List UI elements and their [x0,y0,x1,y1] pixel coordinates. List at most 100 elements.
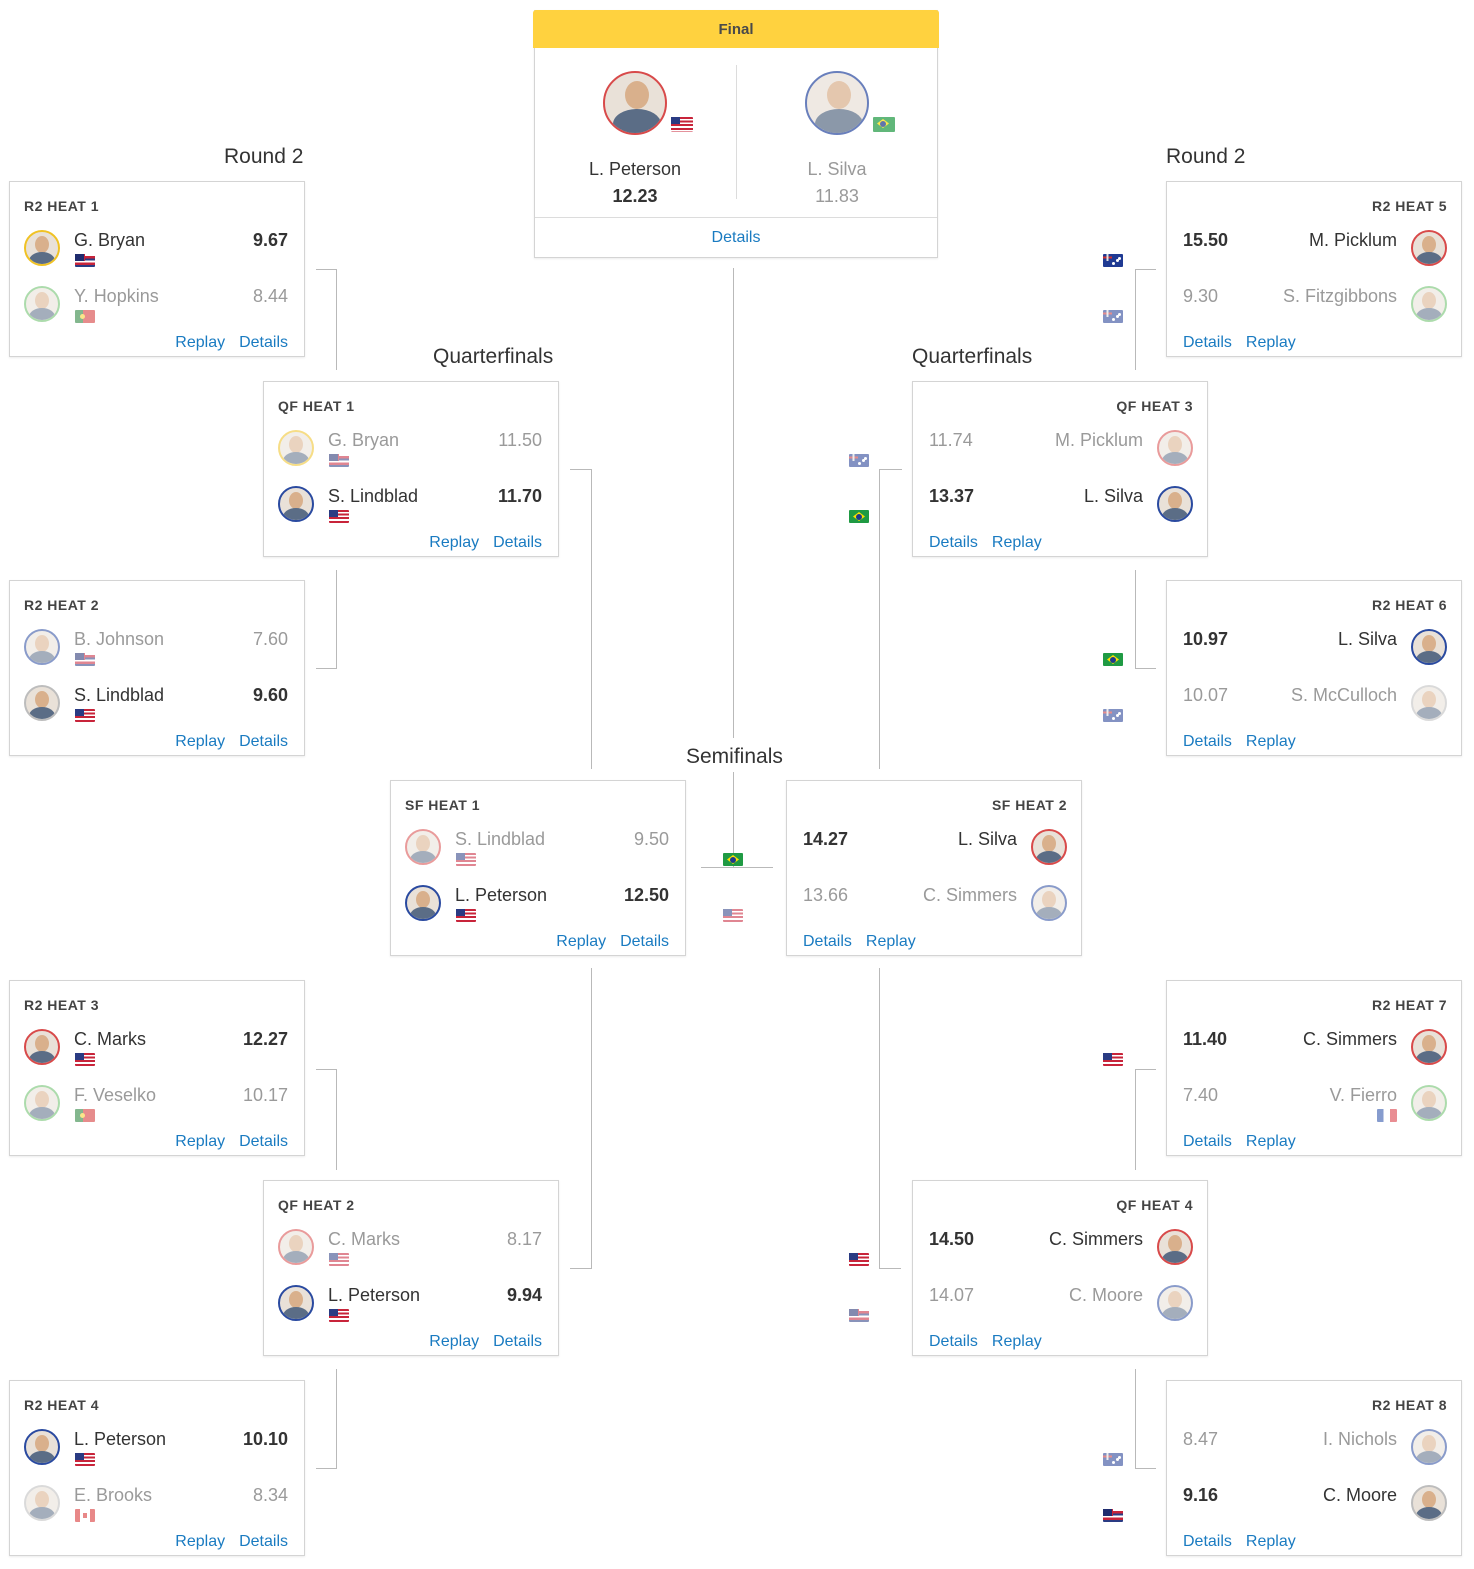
competitor-row[interactable]: S. McCulloch 10.07 [1103,681,1461,729]
replay-link[interactable]: Replay [1245,334,1296,351]
competitor-row[interactable]: L. Silva 10.97 [1103,625,1461,673]
flag-icon [671,117,693,132]
heat-card-r2-heat-2: R2 HEAT 2 B. Johnson 7.60 S. Lindblad 9.… [9,580,305,756]
details-link[interactable]: Details [803,933,852,950]
competitor-row[interactable]: L. Peterson 10.10 [10,1425,304,1473]
competitor-row[interactable]: I. Nichols 8.47 [1103,1425,1461,1473]
competitor-score: 8.34 [252,1485,288,1505]
competitor-row[interactable]: B. Johnson 7.60 [10,625,304,673]
replay-link[interactable]: Replay [175,334,226,351]
competitor-row[interactable]: C. Simmers 11.40 [1103,1025,1461,1073]
competitor-row[interactable]: M. Picklum 11.74 [849,426,1207,474]
competitor-row[interactable]: Y. Hopkins 8.44 [10,282,304,330]
competitor-row[interactable]: S. Lindblad 9.50 [391,825,685,873]
final-details-link[interactable]: Details [711,229,761,246]
flag-icon [849,1253,869,1266]
competitor-score: 9.94 [506,1285,542,1305]
competitor-name: M. Picklum [1308,230,1397,250]
competitor-row[interactable]: L. Peterson 9.94 [264,1281,558,1329]
competitor-score: 8.47 [1183,1429,1219,1449]
avatar [1031,829,1067,865]
details-link[interactable]: Details [1183,1533,1232,1550]
final-player-2[interactable]: L. Silva 11.83 [737,71,937,211]
competitor-name: V. Fierro [1329,1085,1397,1105]
replay-link[interactable]: Replay [1245,733,1296,750]
details-link[interactable]: Details [1183,334,1232,351]
replay-link[interactable]: Replay [175,1533,226,1550]
competitor-name: L. Peterson [328,1285,421,1305]
flag-icon [75,709,95,722]
competitor-row[interactable]: E. Brooks 8.34 [10,1481,304,1529]
competitor-row[interactable]: M. Picklum 15.50 [1103,226,1461,274]
flag-icon [75,254,95,267]
heat-title: QF HEAT 4 [1116,1197,1193,1213]
avatar [1411,1085,1447,1121]
details-link[interactable]: Details [239,1533,288,1550]
avatar [603,71,667,135]
flag-icon [75,1109,95,1122]
replay-link[interactable]: Replay [1245,1533,1296,1550]
heat-card-qf-heat-2: QF HEAT 2 C. Marks 8.17 L. Peterson 9.94… [263,1180,559,1356]
competitor-row[interactable]: S. Lindblad 9.60 [10,681,304,729]
flag-icon [329,1309,349,1322]
final-player-1[interactable]: L. Peterson 12.23 [535,71,735,211]
competitor-row[interactable]: C. Marks 8.17 [264,1225,558,1273]
replay-link[interactable]: Replay [865,933,916,950]
competitor-row[interactable]: C. Moore 14.07 [849,1281,1207,1329]
avatar [24,1485,60,1521]
replay-link[interactable]: Replay [429,534,480,551]
details-link[interactable]: Details [239,334,288,351]
avatar [1411,230,1447,266]
details-link[interactable]: Details [493,534,542,551]
details-link[interactable]: Details [620,933,669,950]
avatar [1411,1429,1447,1465]
competitor-score: 11.40 [1183,1029,1228,1049]
flag-icon [329,510,349,523]
details-link[interactable]: Details [929,534,978,551]
details-link[interactable]: Details [929,1333,978,1350]
competitor-row[interactable]: F. Veselko 10.17 [10,1081,304,1129]
flag-icon [456,909,476,922]
competitor-row[interactable]: C. Simmers 14.50 [849,1225,1207,1273]
competitor-name: S. Lindblad [74,685,165,705]
replay-link[interactable]: Replay [556,933,607,950]
avatar [1157,430,1193,466]
competitor-row[interactable]: S. Lindblad 11.70 [264,482,558,530]
details-link[interactable]: Details [239,1133,288,1150]
competitor-name: L. Silva [1083,486,1143,506]
details-link[interactable]: Details [493,1333,542,1350]
flag-icon [1103,1509,1123,1522]
competitor-name: S. Fitzgibbons [1282,286,1397,306]
competitor-row[interactable]: L. Silva 13.37 [849,482,1207,530]
replay-link[interactable]: Replay [175,1133,226,1150]
avatar [24,685,60,721]
competitor-row[interactable]: C. Simmers 13.66 [723,881,1081,929]
replay-link[interactable]: Replay [991,1333,1042,1350]
replay-link[interactable]: Replay [175,733,226,750]
details-link[interactable]: Details [239,733,288,750]
replay-link[interactable]: Replay [429,1333,480,1350]
flag-icon [723,909,743,922]
replay-link[interactable]: Replay [1245,1133,1296,1150]
competitor-row[interactable]: L. Silva 14.27 [723,825,1081,873]
avatar [24,1085,60,1121]
heat-title: R2 HEAT 2 [24,597,100,613]
heat-title: SF HEAT 2 [991,797,1067,813]
flag-icon [1103,1053,1123,1066]
competitor-row[interactable]: L. Peterson 12.50 [391,881,685,929]
heat-card-r2-heat-1: R2 HEAT 1 G. Bryan 9.67 Y. Hopkins 8.44 … [9,181,305,357]
competitor-row[interactable]: S. Fitzgibbons 9.30 [1103,282,1461,330]
competitor-row[interactable]: V. Fierro 7.40 [1167,1081,1461,1129]
details-link[interactable]: Details [1183,733,1232,750]
competitor-score: 14.27 [803,829,849,849]
competitor-row[interactable]: C. Marks 12.27 [10,1025,304,1073]
competitor-row[interactable]: G. Bryan 9.67 [10,226,304,274]
replay-link[interactable]: Replay [991,534,1042,551]
competitor-row[interactable]: C. Moore 9.16 [1103,1481,1461,1529]
competitor-row[interactable]: G. Bryan 11.50 [264,426,558,474]
details-link[interactable]: Details [1183,1133,1232,1150]
heat-card-r2-heat-3: R2 HEAT 3 C. Marks 12.27 F. Veselko 10.1… [9,980,305,1156]
heat-title: R2 HEAT 8 [1371,1397,1447,1413]
avatar [1157,1229,1193,1265]
competitor-score: 9.16 [1183,1485,1219,1505]
